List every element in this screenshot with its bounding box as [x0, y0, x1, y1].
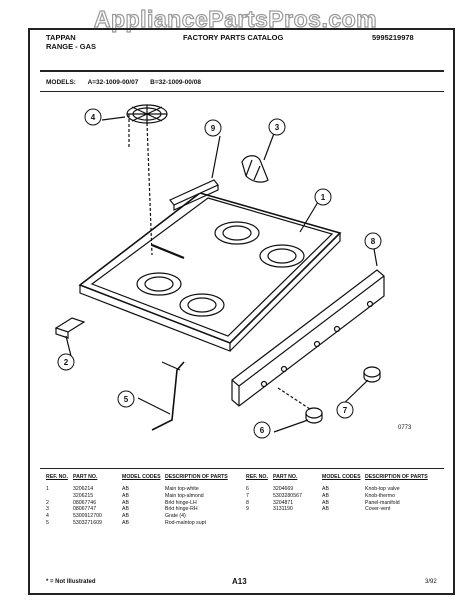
- manifold-panel-part: [231, 269, 385, 407]
- part-no: 3204871: [273, 499, 294, 506]
- model-codes: AB: [122, 486, 129, 492]
- callout-8: 8: [371, 237, 376, 246]
- ref-no: [46, 493, 73, 500]
- col-codes: MODEL CODES: [322, 474, 361, 480]
- ref-no: 5: [46, 519, 49, 526]
- model-codes: AB: [322, 492, 329, 499]
- thermo-knob-part: [363, 366, 381, 383]
- figure-number: 0773: [398, 425, 412, 431]
- brand-label: TAPPAN: [46, 33, 76, 42]
- model-codes: AB: [322, 499, 329, 506]
- part-no: 3204669: [273, 486, 294, 492]
- models-line: MODELS: A=32-1009-00/07 B=32-1009-00/08: [46, 79, 211, 86]
- col-part: PART NO.: [273, 474, 298, 480]
- callout-5: 5: [124, 395, 129, 404]
- header-rule: [40, 70, 444, 72]
- callout-2: 2: [64, 358, 69, 367]
- part-description: Rod-maintop supt: [165, 519, 206, 526]
- vent-component-part: [241, 155, 269, 183]
- callout-7: 7: [343, 406, 348, 415]
- part-description: Brkt hinge-LH: [165, 499, 197, 506]
- table-row: 5 5303271609 AB Rod-maintop supt: [46, 520, 238, 527]
- part-description: Cover-vent: [365, 506, 391, 513]
- part-description: Main top-white: [165, 486, 199, 492]
- page-frame: [28, 28, 455, 595]
- callout-3: 3: [275, 123, 280, 132]
- table-rule: [40, 468, 444, 469]
- part-description: Main top-almond: [165, 492, 204, 499]
- product-label: RANGE - GAS: [46, 42, 97, 51]
- hinge-bracket-part: [54, 317, 86, 339]
- main-top-part: [78, 192, 342, 352]
- part-no: 5303280567: [273, 492, 302, 499]
- col-desc: DESCRIPTION OF PARTS: [365, 474, 428, 480]
- table-row: 3206215 AB Main top-almond: [46, 493, 238, 500]
- table-row: 7 5303280567 AB Knob-thermo: [246, 493, 434, 500]
- ref-no: 1: [46, 486, 49, 492]
- model-codes: AB: [322, 506, 329, 513]
- col-codes: MODEL CODES: [122, 474, 161, 480]
- callout-1: 1: [321, 193, 326, 202]
- page-number: A13: [232, 577, 247, 586]
- catalog-title: FACTORY PARTS CATALOG: [183, 33, 284, 42]
- ref-no: 9: [246, 506, 249, 513]
- table-row: 9 3131190 AB Cover-vent: [246, 506, 434, 513]
- models-label: MODELS:: [46, 79, 76, 86]
- ref-no: 8: [246, 499, 249, 506]
- part-no: 08067746: [73, 499, 97, 506]
- part-no: 5303271609: [73, 519, 102, 526]
- part-description: Grate (4): [165, 513, 186, 520]
- model-codes: AB: [122, 492, 129, 499]
- model-codes: AB: [122, 499, 129, 506]
- table-row: 1 3206214 AB Main top-white: [46, 486, 238, 493]
- col-ref: REF. NO.: [46, 474, 68, 480]
- support-rod-part: [151, 361, 185, 431]
- grate-part: [126, 104, 168, 256]
- print-date: 3/92: [425, 579, 437, 585]
- table-row: 8 3204871 AB Panel-manifold: [246, 500, 434, 507]
- model-codes: AB: [322, 486, 329, 492]
- catalog-number: 5995219978: [372, 33, 414, 42]
- ref-no: 3: [46, 506, 49, 513]
- ref-no: 2: [46, 499, 49, 506]
- part-no: 3206215: [73, 492, 94, 499]
- exploded-parts-diagram: 4 9 3 1 8 2 5 6 7: [54, 104, 385, 439]
- model-codes: AB: [122, 513, 129, 520]
- part-no: 5300912700: [73, 513, 102, 520]
- part-no: 3131190: [273, 506, 293, 513]
- part-no: 08067747: [73, 506, 97, 513]
- model-codes: AB: [122, 506, 129, 513]
- table-row: 3 08067747 AB Brkt hinge-RH: [46, 506, 238, 513]
- models-rule: [40, 91, 444, 92]
- top-valve-knob-part: [277, 387, 323, 424]
- table-row: 6 3204669 AB Knob-top valve: [246, 486, 434, 493]
- table-row: 4 5300912700 AB Grate (4): [46, 513, 238, 520]
- callout-6: 6: [260, 426, 265, 435]
- table-row: 2 08067746 AB Brkt hinge-LH: [46, 500, 238, 507]
- col-ref: REF. NO.: [246, 474, 268, 480]
- footnote: * = Not Illustrated: [46, 579, 96, 585]
- parts-table-right: REF. NO. PART NO. MODEL CODES DESCRIPTIO…: [246, 474, 434, 513]
- part-description: Knob-top valve: [365, 486, 400, 492]
- part-description: Brkt hinge-RH: [165, 506, 198, 513]
- callout-9: 9: [211, 124, 216, 133]
- part-no: 3206214: [73, 486, 94, 492]
- callout-4: 4: [91, 113, 96, 122]
- model-b: B=32-1009-00/08: [150, 79, 201, 86]
- model-codes: AB: [122, 519, 129, 526]
- ref-no: 7: [246, 492, 249, 499]
- model-a: A=32-1009-00/07: [87, 79, 139, 86]
- col-desc: DESCRIPTION OF PARTS: [165, 474, 228, 480]
- ref-no: 4: [46, 513, 49, 520]
- ref-no: 6: [246, 486, 249, 492]
- part-description: Knob-thermo: [365, 492, 395, 499]
- vent-cover-part: [169, 179, 219, 211]
- col-part: PART NO.: [73, 474, 98, 480]
- part-description: Panel-manifold: [365, 499, 400, 506]
- parts-table-left: REF. NO. PART NO. MODEL CODES DESCRIPTIO…: [46, 474, 238, 527]
